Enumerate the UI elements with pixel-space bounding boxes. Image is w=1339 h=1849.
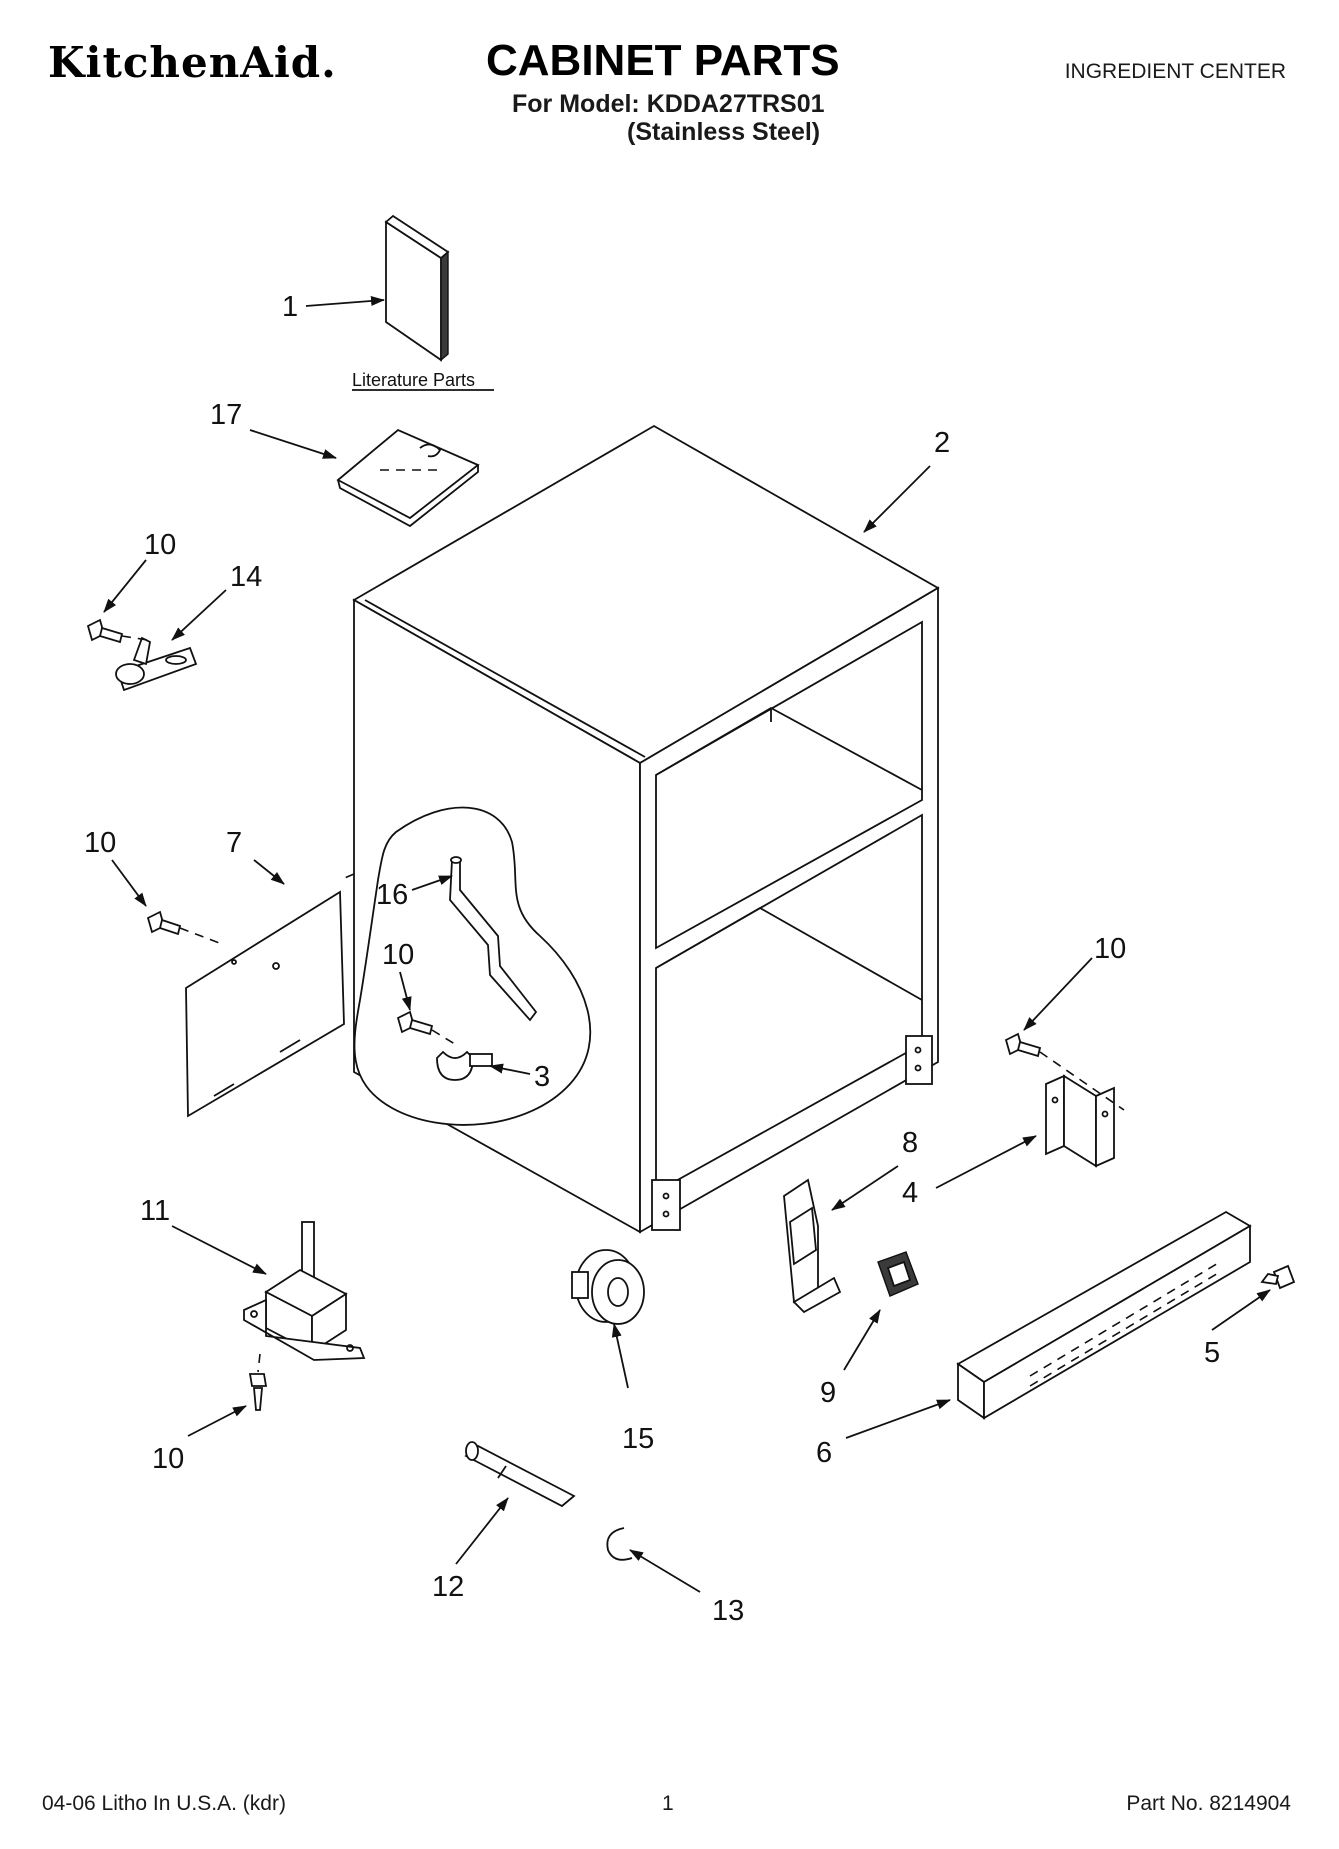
part-17-bag <box>336 428 480 528</box>
callout-14: 14 <box>230 561 262 593</box>
part-7-panel <box>185 890 345 1118</box>
part-3-clamp <box>436 1050 493 1081</box>
part-11-motor <box>243 1221 366 1361</box>
callout-17: 17 <box>210 399 242 431</box>
literature-parts-label: Literature Parts <box>352 370 475 390</box>
page-title: CABINET PARTS <box>486 36 840 85</box>
callout-3: 3 <box>534 1061 550 1093</box>
callout-7: 7 <box>226 827 242 859</box>
product-category: INGREDIENT CENTER <box>1064 60 1286 83</box>
callout-12: 12 <box>432 1571 464 1603</box>
brand-logo: KitchenAid. <box>48 38 337 87</box>
callout-2: 2 <box>934 427 950 459</box>
part-12-pin <box>464 1441 576 1508</box>
callout-10-mid-left: 10 <box>84 827 116 859</box>
screw-10-right <box>1004 1032 1042 1058</box>
part-13-clip <box>606 1527 633 1561</box>
part-14-bracket <box>115 636 198 692</box>
guide-line <box>339 873 355 881</box>
callout-9: 9 <box>820 1377 836 1409</box>
guide-line <box>121 635 149 641</box>
model-line: For Model: KDDA27TRS01 <box>512 90 825 118</box>
part-8-bracket <box>783 1178 842 1314</box>
callout-11: 11 <box>140 1195 170 1227</box>
leader-arrows <box>103 296 1271 1593</box>
cutaway-detail <box>353 806 592 1126</box>
part-number: Part No. 8214904 <box>1126 1792 1291 1815</box>
guide-line <box>257 1353 261 1373</box>
part-9-switch <box>877 1251 919 1297</box>
callout-10-top-left: 10 <box>144 529 176 561</box>
callout-13: 13 <box>712 1595 744 1627</box>
print-info: 04-06 Litho In U.S.A. (kdr) <box>42 1792 286 1815</box>
part-4-bracket <box>1045 1074 1115 1168</box>
callout-10-right: 10 <box>1094 933 1126 965</box>
page-number: 1 <box>662 1792 674 1815</box>
callout-6: 6 <box>816 1437 832 1469</box>
screw-10-mid-left <box>146 910 182 936</box>
guide-line <box>179 927 223 945</box>
guide-line <box>1039 1051 1125 1111</box>
callout-8: 8 <box>902 1127 918 1159</box>
part-15-wheel <box>571 1249 645 1325</box>
callout-10-cutaway: 10 <box>382 939 414 971</box>
callout-4: 4 <box>902 1177 918 1209</box>
callout-10-bottom: 10 <box>152 1443 184 1475</box>
callout-5: 5 <box>1204 1337 1220 1369</box>
screw-10-bottom <box>248 1373 268 1411</box>
callout-1: 1 <box>282 291 298 323</box>
finish-line: (Stainless Steel) <box>627 118 821 146</box>
literature-booklet <box>384 214 450 362</box>
callout-16: 16 <box>376 879 408 911</box>
screw-10-top-left <box>86 618 124 644</box>
screw-5 <box>1260 1264 1296 1290</box>
callout-15: 15 <box>622 1423 654 1455</box>
guide-line <box>431 1029 459 1047</box>
screw-10-cutaway <box>396 1010 434 1036</box>
part-6-grille <box>956 1210 1252 1420</box>
